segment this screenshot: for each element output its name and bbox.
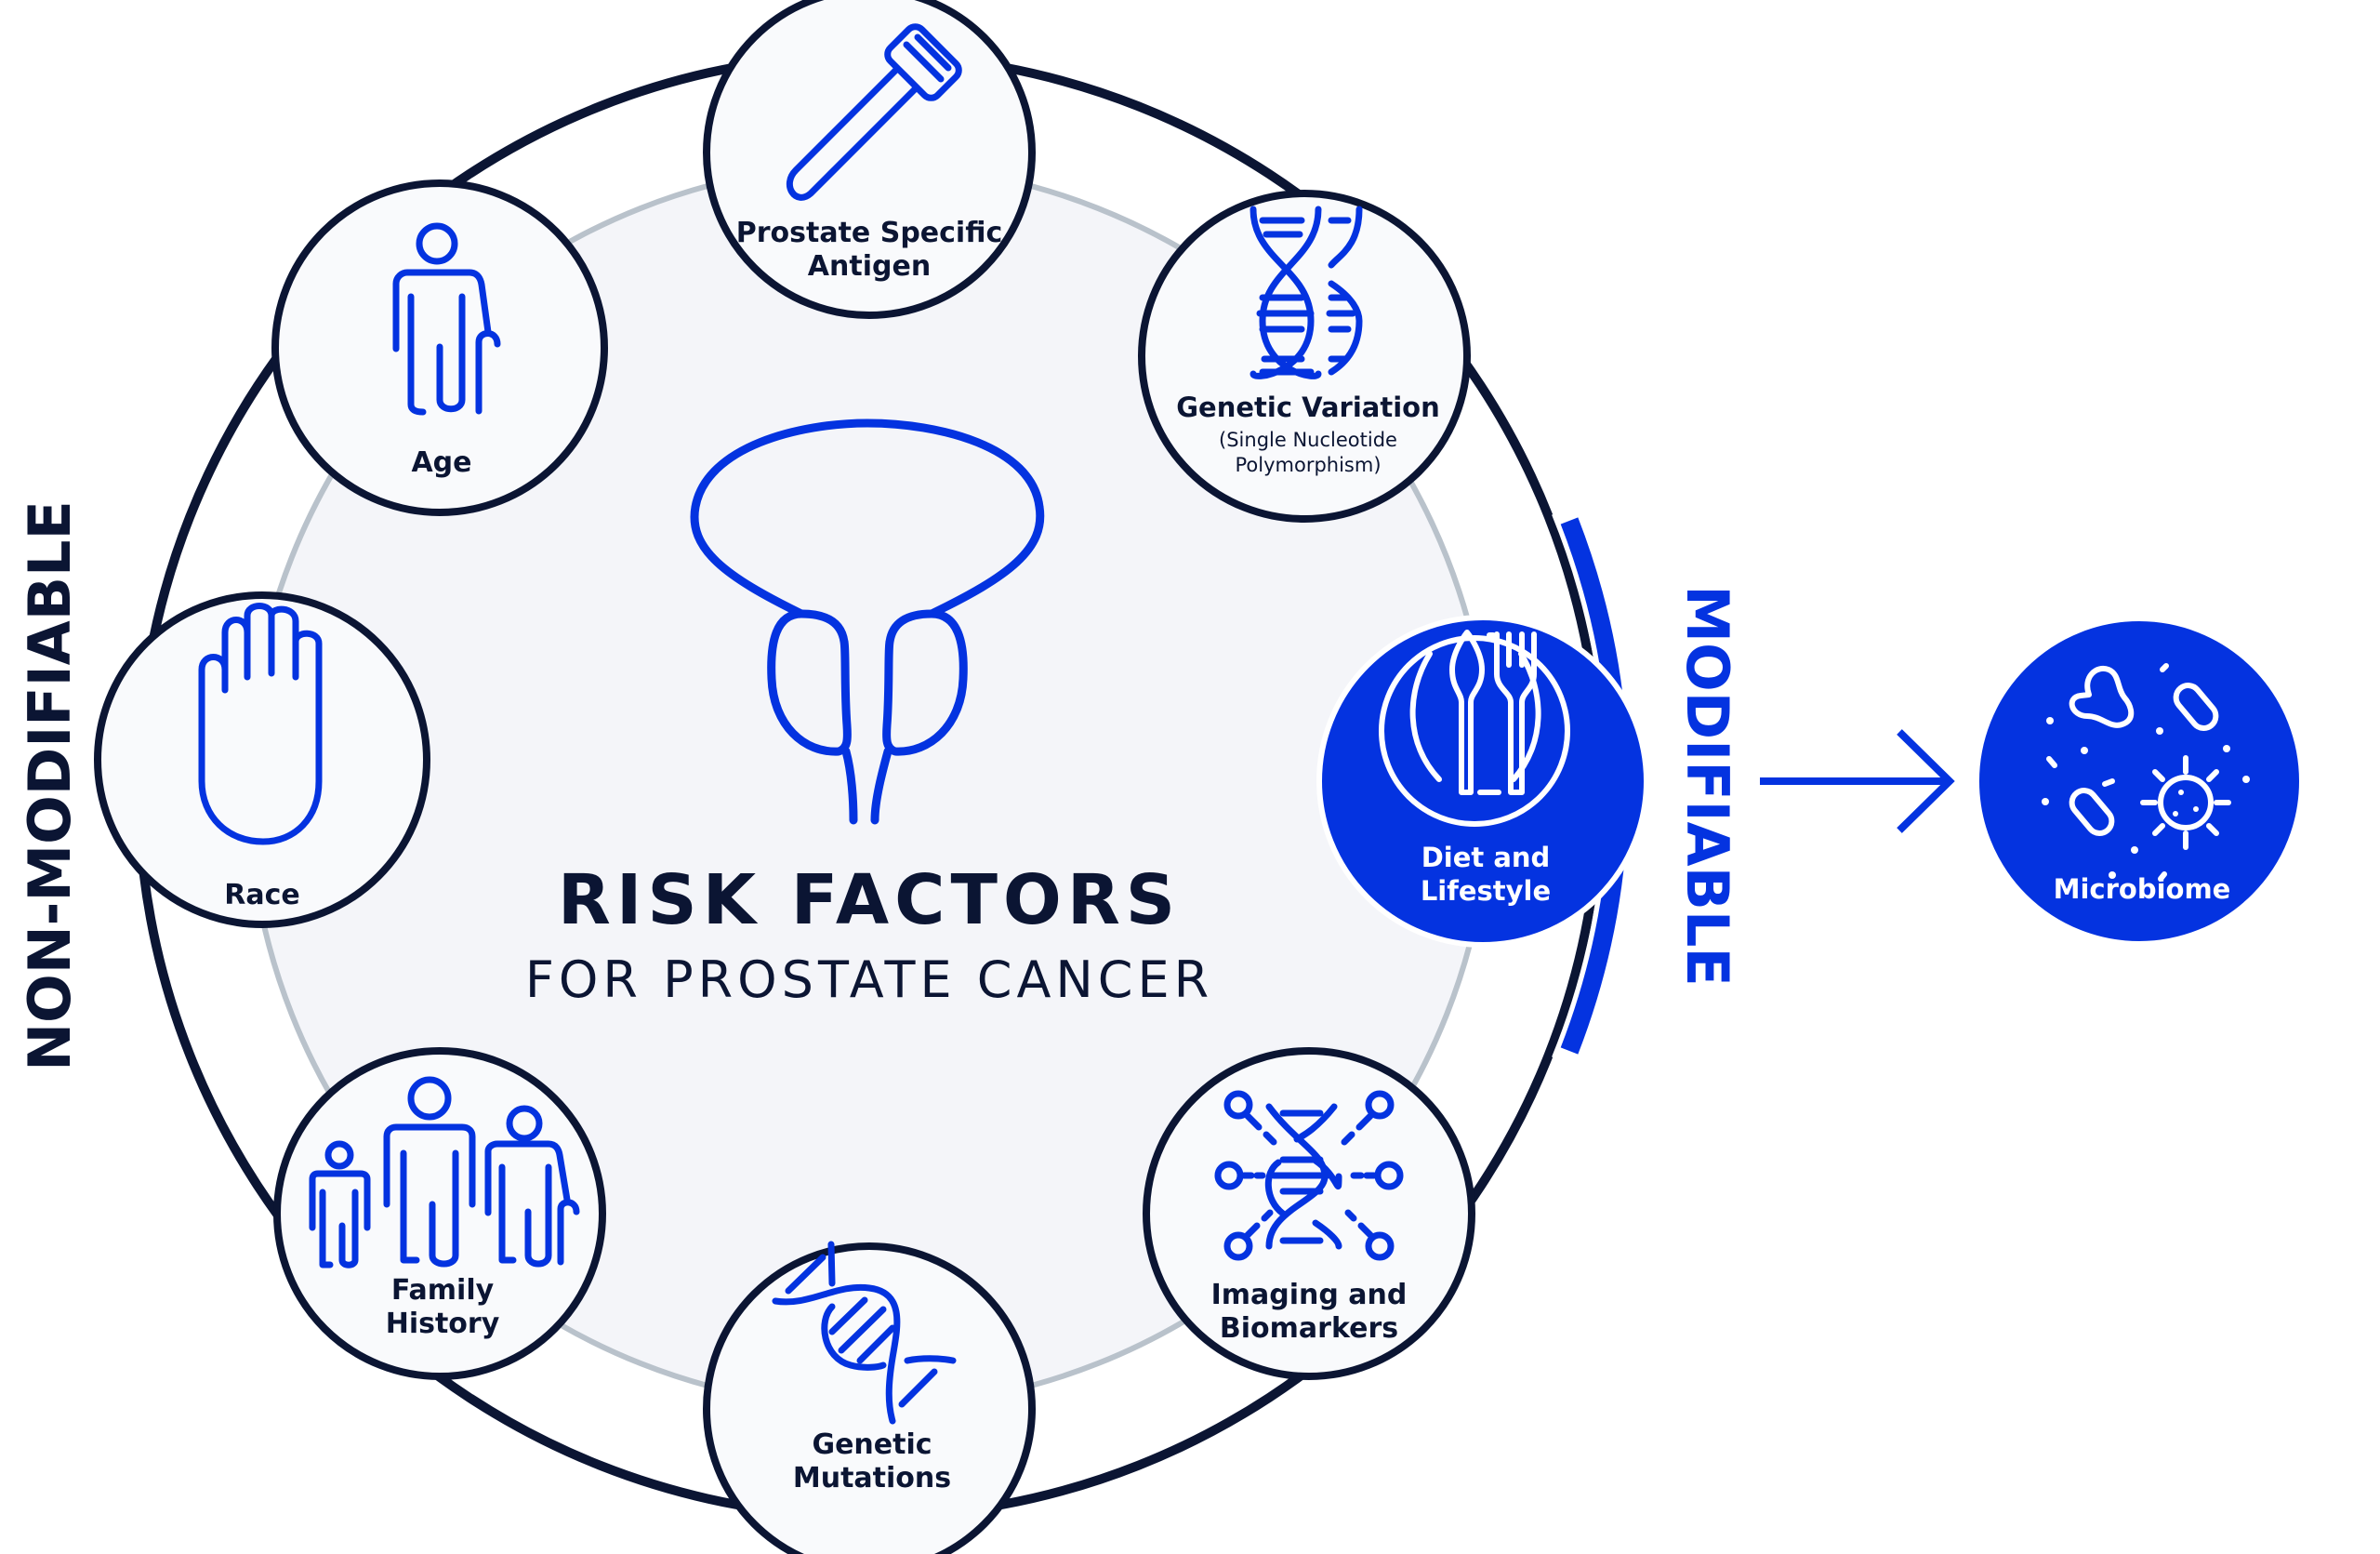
dna-network-icon xyxy=(1214,1090,1404,1261)
race-label: Race xyxy=(224,879,299,911)
factor-family-history[interactable]: Family History xyxy=(273,1047,606,1380)
plate-cutlery-icon xyxy=(1379,630,1570,827)
factor-genetic-variation[interactable]: Genetic Variation (Single Nucleotide Pol… xyxy=(1138,190,1471,523)
arrow-right-icon xyxy=(1760,729,1955,833)
factor-race[interactable]: Race xyxy=(94,591,430,928)
title-main: RISK FACTORS xyxy=(558,860,1181,940)
diet-label-line1: Diet and xyxy=(1421,842,1551,873)
genetic-variation-sub2: Polymorphism) xyxy=(1235,454,1381,476)
microbe-dots xyxy=(2042,717,2250,879)
title-sub: FOR PROSTATE CANCER xyxy=(525,950,1213,1009)
test-tube-icon xyxy=(786,23,962,201)
microbiome-label: Microbiome xyxy=(2054,873,2231,905)
genetic-mutations-label-line1: Genetic xyxy=(812,1428,932,1461)
modifiable-label: MODIFIABLE xyxy=(1673,585,1741,986)
psa-label-line2: Antigen xyxy=(808,250,931,283)
family-history-label-line2: History xyxy=(386,1308,500,1340)
dna-double-helix-icon xyxy=(1250,206,1363,379)
genetic-mutations-label-line2: Mutations xyxy=(793,1462,951,1494)
factor-imaging-biomarkers[interactable]: Imaging and Biomarkers xyxy=(1143,1047,1475,1380)
imaging-label-line2: Biomarkers xyxy=(1220,1312,1398,1345)
factor-microbiome[interactable]: Microbiome xyxy=(1974,616,2305,947)
non-modifiable-label: NON-MODIFIABLE xyxy=(16,500,84,1071)
hand-icon xyxy=(198,603,323,845)
family-history-label-line1: Family xyxy=(391,1274,495,1307)
factor-genetic-mutations[interactable]: Genetic Mutations xyxy=(703,1241,1036,1554)
diet-label-line2: Lifestyle xyxy=(1421,875,1551,907)
genetic-variation-sub1: (Single Nucleotide xyxy=(1219,429,1397,451)
prostate-icon xyxy=(690,418,1045,825)
psa-label-line1: Prostate Specific xyxy=(736,217,1002,249)
imaging-label-line1: Imaging and xyxy=(1211,1279,1408,1311)
dna-strand-icon xyxy=(772,1241,957,1425)
microbes-icon xyxy=(2046,663,2231,882)
elderly-person-icon xyxy=(392,222,501,416)
family-icon xyxy=(309,1076,580,1268)
genetic-variation-label: Genetic Variation xyxy=(1176,392,1440,423)
factor-age[interactable]: Age xyxy=(271,179,608,516)
factor-psa[interactable]: Prostate Specific Antigen xyxy=(703,0,1036,319)
factor-diet-lifestyle[interactable]: Diet and Lifestyle xyxy=(1316,615,1649,948)
age-label: Age xyxy=(411,446,471,479)
